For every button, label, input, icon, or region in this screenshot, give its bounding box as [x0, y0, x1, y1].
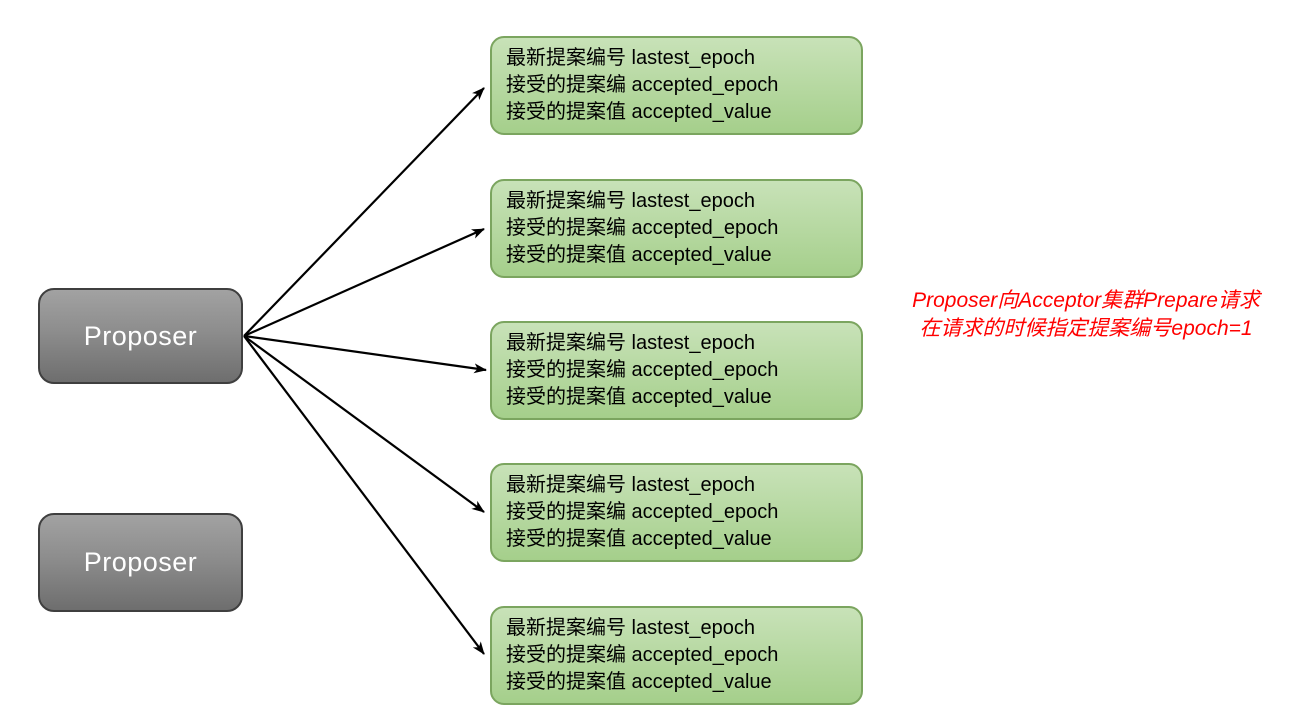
acceptor-accepted-epoch-line: 接受的提案编 accepted_epoch	[506, 217, 779, 239]
acceptor-accepted-value-line: 接受的提案值 accepted_value	[506, 528, 772, 550]
annotation-line-1: Proposer向Acceptor集群Prepare请求	[912, 289, 1260, 312]
proposer-box-2: Proposer	[38, 513, 243, 612]
connector-arrow-1	[243, 87, 485, 337]
acceptor-latest-epoch-line: 最新提案编号 lastest_epoch	[506, 190, 755, 212]
acceptor-accepted-value-line: 接受的提案值 accepted_value	[506, 386, 772, 408]
acceptor-accepted-epoch-line: 接受的提案编 accepted_epoch	[506, 359, 779, 381]
acceptor-latest-epoch-line: 最新提案编号 lastest_epoch	[506, 47, 755, 69]
acceptor-accepted-epoch-line: 接受的提案编 accepted_epoch	[506, 501, 779, 523]
proposer-label: Proposer	[83, 320, 198, 351]
acceptor-state-box-2: 最新提案编号 lastest_epoch 接受的提案编 accepted_epo…	[490, 179, 863, 278]
acceptor-latest-epoch-line: 最新提案编号 lastest_epoch	[506, 332, 755, 354]
connector-arrow-4	[243, 335, 485, 513]
connector-arrow-3	[243, 334, 487, 374]
acceptor-accepted-value-line: 接受的提案值 accepted_value	[506, 671, 772, 693]
acceptor-state-box-4: 最新提案编号 lastest_epoch 接受的提案编 accepted_epo…	[490, 463, 863, 562]
connector-arrow-5	[243, 335, 485, 655]
prepare-request-annotation: Proposer向Acceptor集群Prepare请求 在请求的时候指定提案编…	[880, 287, 1292, 343]
acceptor-state-box-5: 最新提案编号 lastest_epoch 接受的提案编 accepted_epo…	[490, 606, 863, 705]
acceptor-latest-epoch-line: 最新提案编号 lastest_epoch	[506, 617, 755, 639]
annotation-line-2: 在请求的时候指定提案编号epoch=1	[919, 317, 1253, 340]
acceptor-accepted-epoch-line: 接受的提案编 accepted_epoch	[506, 644, 779, 666]
acceptor-accepted-value-line: 接受的提案值 accepted_value	[506, 101, 772, 123]
proposer-box-1: Proposer	[38, 288, 243, 384]
connector-arrow-2	[243, 227, 485, 338]
acceptor-accepted-epoch-line: 接受的提案编 accepted_epoch	[506, 74, 779, 96]
proposer-label: Proposer	[83, 547, 198, 577]
acceptor-state-box-1: 最新提案编号 lastest_epoch 接受的提案编 accepted_epo…	[490, 36, 863, 135]
acceptor-latest-epoch-line: 最新提案编号 lastest_epoch	[506, 474, 755, 496]
acceptor-accepted-value-line: 接受的提案值 accepted_value	[506, 244, 772, 266]
acceptor-state-box-3: 最新提案编号 lastest_epoch 接受的提案编 accepted_epo…	[490, 321, 863, 420]
